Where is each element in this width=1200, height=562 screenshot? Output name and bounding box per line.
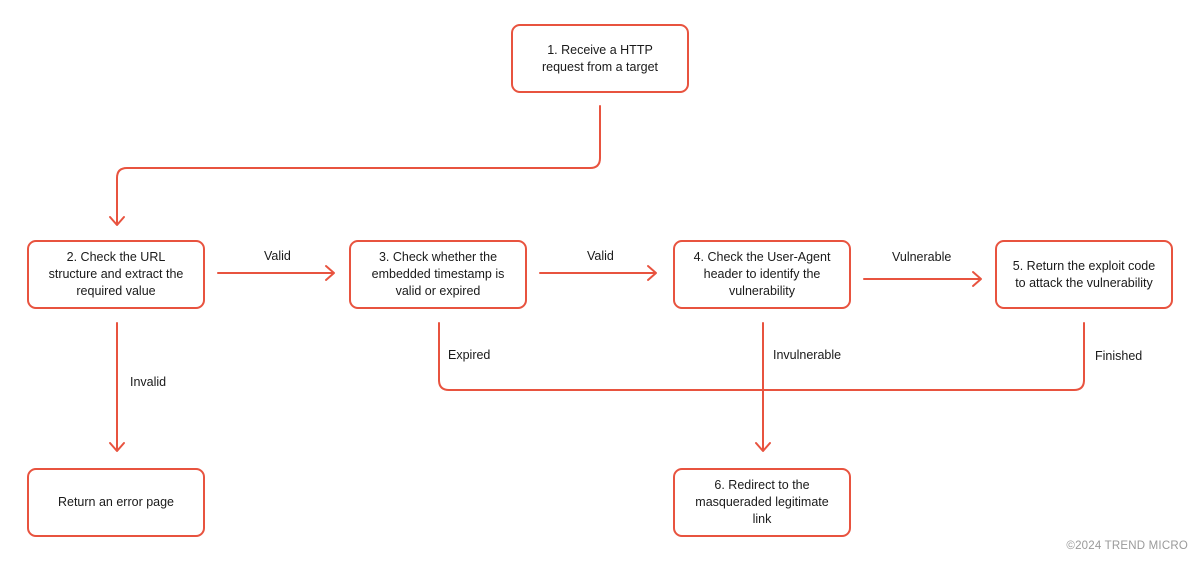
- edge-label-invalid: Invalid: [130, 375, 167, 389]
- step-5-box: 5. Return the exploit code to attack the…: [995, 240, 1173, 309]
- arrowhead-2-to-error: [109, 442, 125, 452]
- step-4-label: 4. Check the User-Agent header to identi…: [693, 250, 831, 298]
- edge-1-to-2: [116, 105, 601, 225]
- step-3-label: 3. Check whether the embedded timestamp …: [371, 250, 505, 298]
- step-2-label: 2. Check the URL structure and extract t…: [48, 250, 184, 298]
- step-2-box: 2. Check the URL structure and extract t…: [27, 240, 205, 309]
- arrowhead-4-to-6: [755, 442, 771, 452]
- arrowhead-2-to-3: [325, 265, 335, 281]
- step-1-box: 1. Receive a HTTP request from a target: [511, 24, 689, 93]
- step-1-label: 1. Receive a HTTP request from a target: [541, 42, 659, 74]
- arrowhead-1-to-2: [109, 216, 125, 226]
- edge-expired-finished-merge: [438, 322, 1085, 391]
- step-6-label: 6. Redirect to the masqueraded legitimat…: [695, 478, 829, 526]
- arrowhead-3-to-4: [647, 265, 657, 281]
- error-page-box: Return an error page: [27, 468, 205, 537]
- edge-label-invulnerable: Invulnerable: [773, 348, 842, 362]
- arrowhead-4-to-5: [972, 271, 982, 287]
- edge-label-expired: Expired: [448, 348, 491, 362]
- edge-label-valid-2-3: Valid: [264, 249, 291, 263]
- step-3-box: 3. Check whether the embedded timestamp …: [349, 240, 527, 309]
- step-6-box: 6. Redirect to the masqueraded legitimat…: [673, 468, 851, 537]
- copyright-notice: ©2024 TREND MICRO: [1066, 540, 1188, 552]
- edge-label-vulnerable: Vulnerable: [892, 250, 952, 264]
- edge-label-finished: Finished: [1095, 349, 1143, 363]
- error-page-label: Return an error page: [57, 495, 175, 509]
- step-4-box: 4. Check the User-Agent header to identi…: [673, 240, 851, 309]
- edge-label-valid-3-4: Valid: [587, 249, 614, 263]
- step-5-label: 5. Return the exploit code to attack the…: [1012, 258, 1156, 290]
